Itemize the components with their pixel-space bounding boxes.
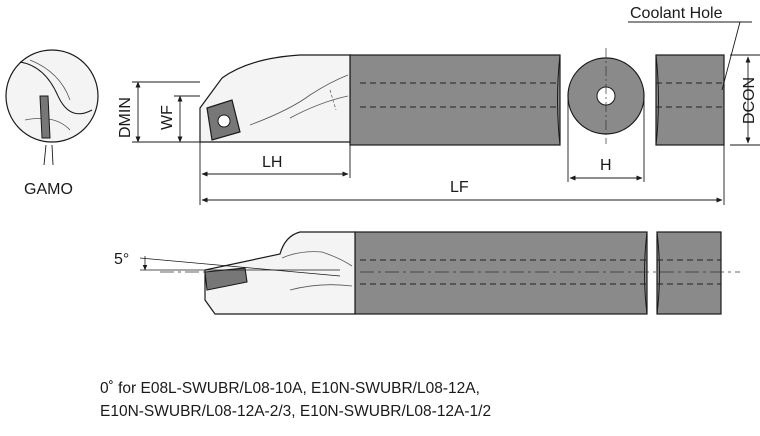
- dmin-label: DMIN: [117, 97, 134, 138]
- shank-top: [349, 54, 561, 146]
- end-view: [567, 48, 645, 144]
- shank-end-top: [655, 54, 725, 146]
- coolant-hole-label: Coolant Hole: [630, 5, 723, 22]
- side-view: [139, 231, 740, 315]
- gamo-label: GAMO: [24, 181, 73, 198]
- shank-end-side: [656, 231, 722, 315]
- wf-label: WF: [159, 105, 176, 130]
- head-side: [204, 231, 356, 315]
- note-line-1: 0˚ for E08L-SWUBR/L08-10A, E10N-SWUBR/L0…: [100, 380, 480, 397]
- top-view: [199, 54, 725, 146]
- angle-label: 5°: [114, 251, 129, 268]
- dcon-label: DCON: [741, 77, 758, 124]
- shank-side: [354, 231, 648, 315]
- dimensions: [132, 21, 760, 205]
- applicability-note: 0˚ for E08L-SWUBR/L08-10A, E10N-SWUBR/L0…: [100, 377, 750, 423]
- note-line-2: E10N-SWUBR/L08-12A-2/3, E10N-SWUBR/L08-1…: [100, 403, 492, 420]
- h-label: H: [600, 157, 612, 174]
- lh-label: LH: [262, 154, 282, 171]
- insert-side: [204, 267, 248, 291]
- front-view-detail: [5, 49, 99, 166]
- insert-front: [39, 95, 51, 139]
- lf-label: LF: [450, 179, 469, 196]
